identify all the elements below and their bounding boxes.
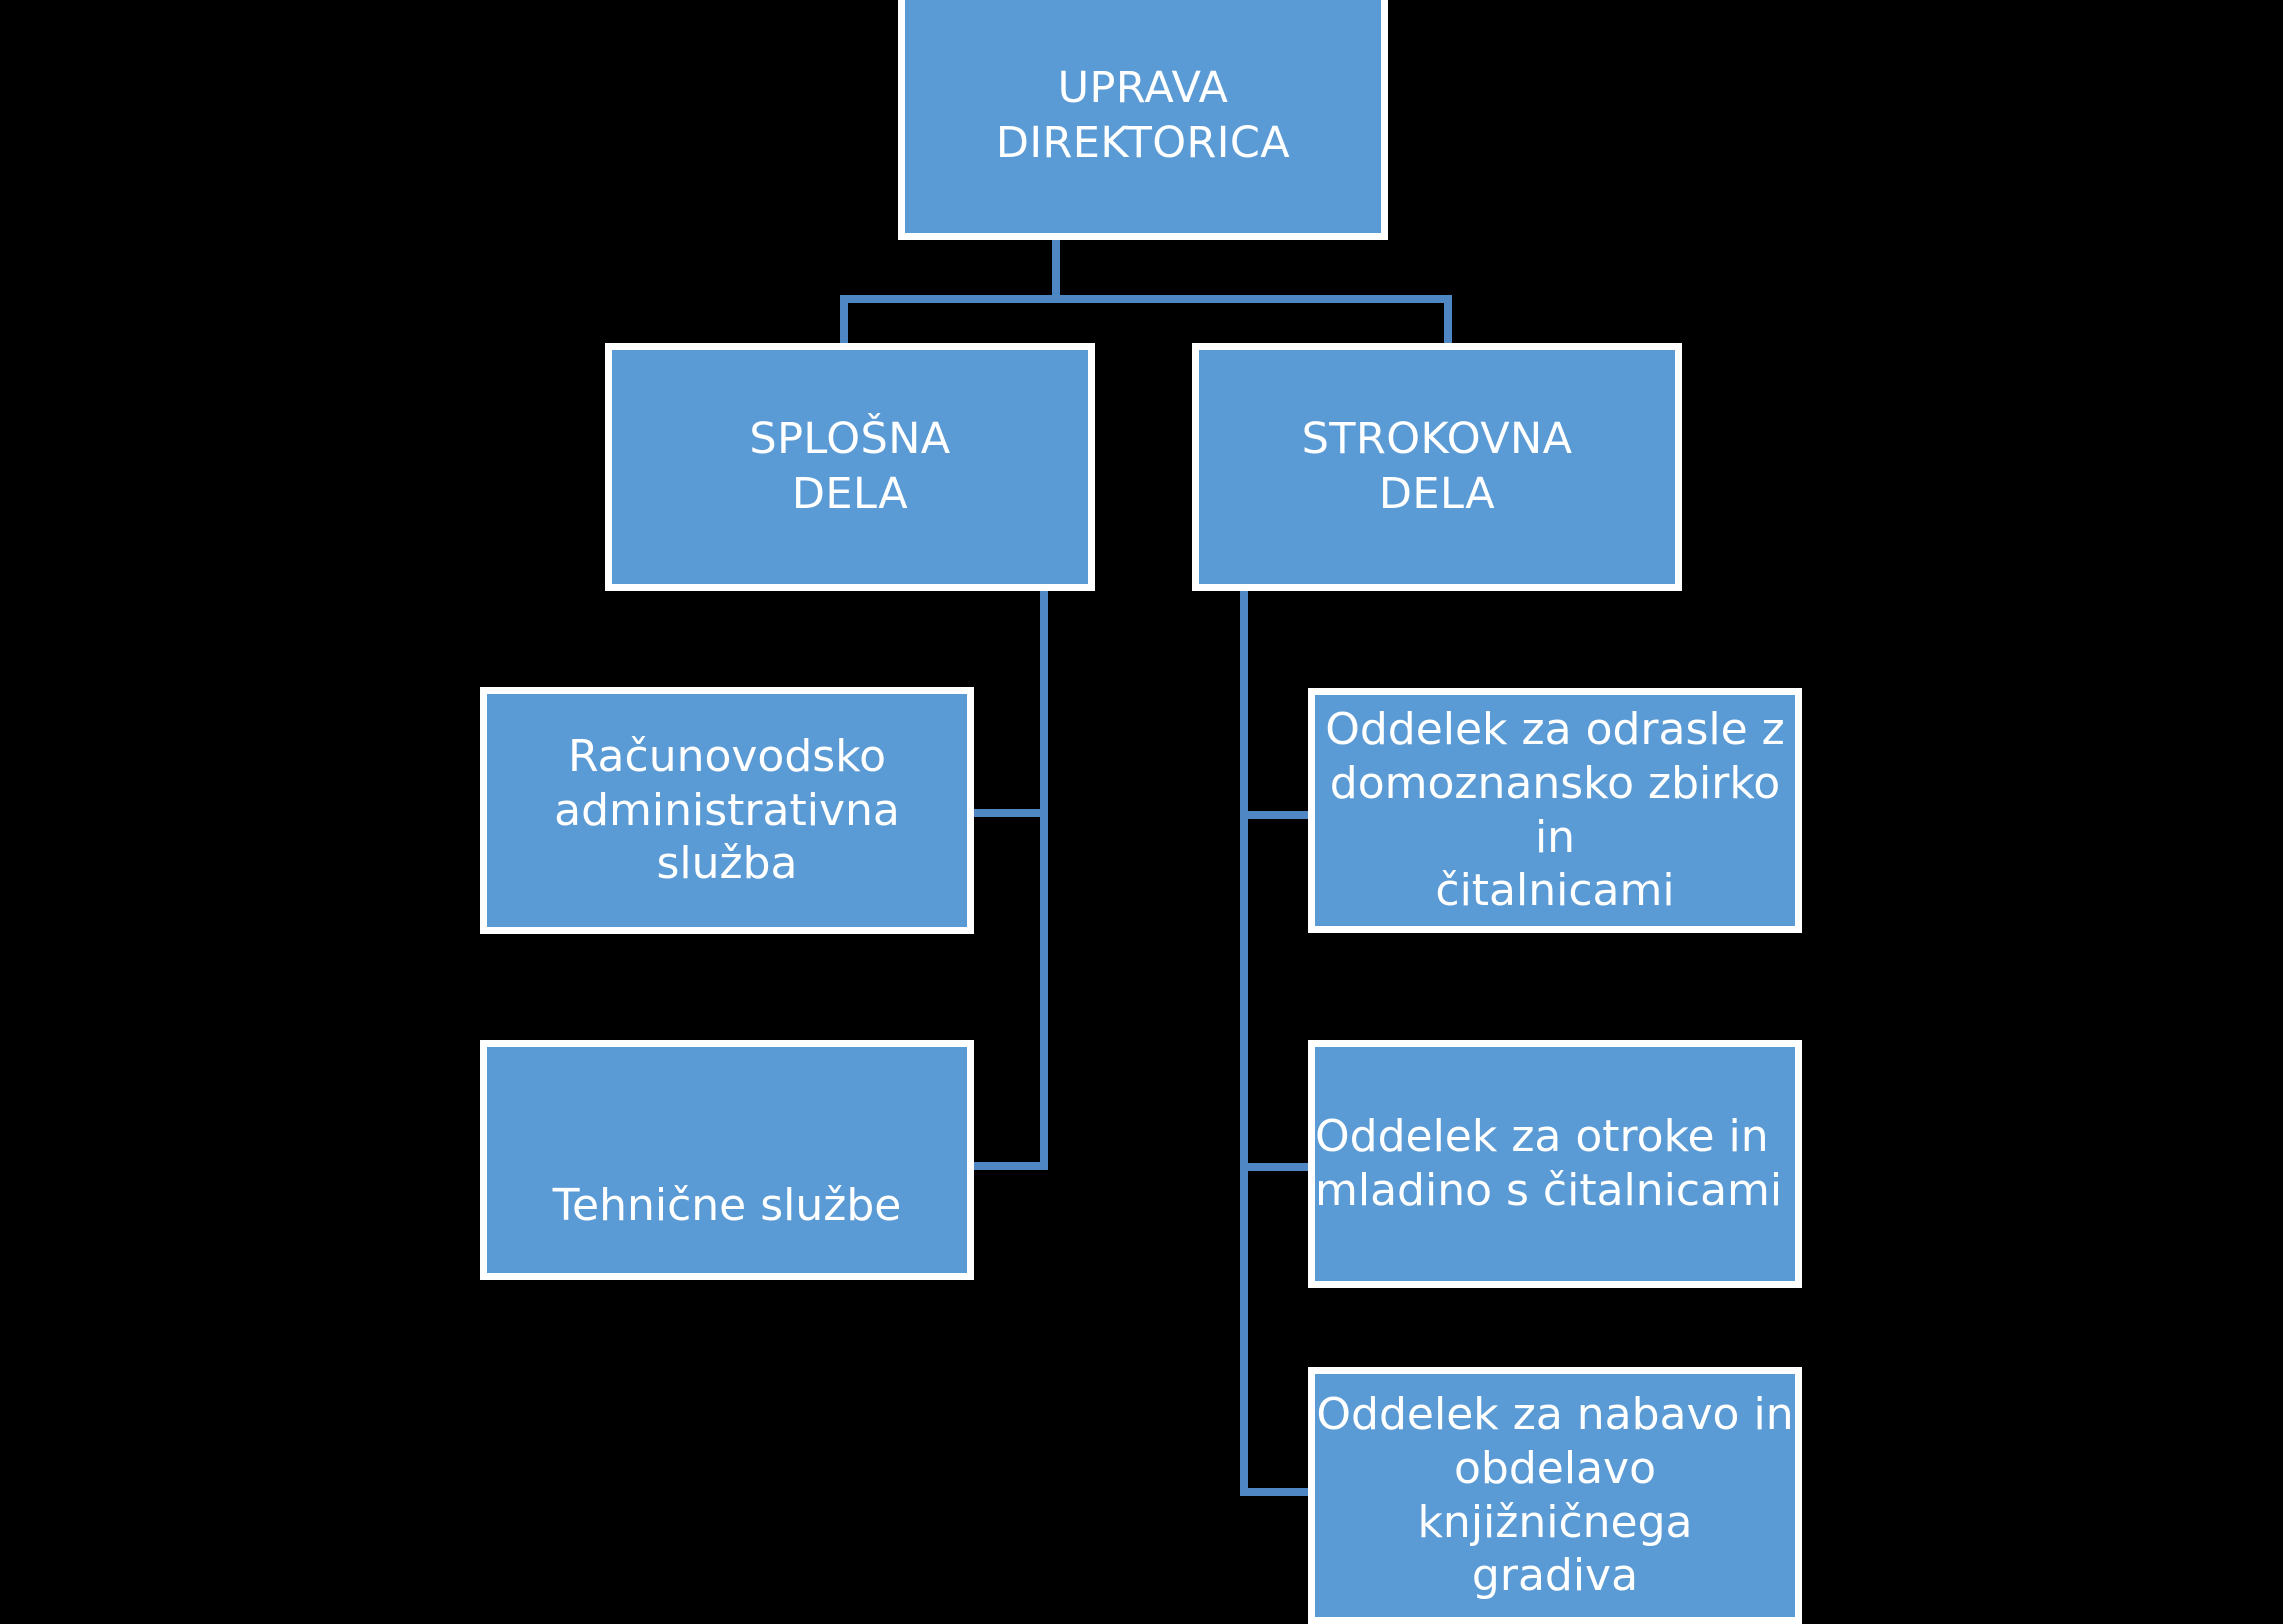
- connector-root-stem: [1052, 240, 1060, 296]
- node-label: Oddelek za odrasle z domoznansko zbirko …: [1325, 704, 1785, 917]
- connector-root-to-splosna: [840, 295, 848, 348]
- node-oddelek-za-nabavo-in-obdelavo[interactable]: Oddelek za nabavo in obdelavo knjižnične…: [1308, 1367, 1802, 1624]
- node-racunovodsko-administrativna-sluzba[interactable]: Računovodsko administrativna služba: [480, 687, 974, 934]
- node-strokovna-dela[interactable]: STROKOVNA DELA: [1192, 343, 1682, 591]
- connector-root-horizontal: [840, 295, 1452, 303]
- connector-splosna-to-tehnicne: [972, 1162, 1048, 1170]
- connector-strokovna-to-otroke: [1240, 1163, 1316, 1171]
- node-label: Oddelek za otroke in mladino s čitalnica…: [1315, 1111, 1783, 1216]
- node-label: Tehnične službe: [552, 1180, 902, 1232]
- connector-root-to-strokovna: [1444, 295, 1452, 348]
- connector-strokovna-to-nabavo: [1240, 1488, 1316, 1496]
- node-oddelek-za-odrasle[interactable]: Oddelek za odrasle z domoznansko zbirko …: [1308, 688, 1802, 933]
- node-splosna-dela[interactable]: SPLOŠNA DELA: [605, 343, 1095, 591]
- connector-splosna-to-racunovodsko: [972, 809, 1048, 817]
- node-uprava-direktorica[interactable]: UPRAVA DIREKTORICA: [898, 0, 1388, 240]
- connector-strokovna-to-odrasle: [1240, 811, 1316, 819]
- node-oddelek-za-otroke-in-mladino[interactable]: Oddelek za otroke in mladino s čitalnica…: [1308, 1040, 1802, 1288]
- connector-splosna-spine: [1040, 588, 1048, 820]
- node-label: Računovodsko administrativna služba: [554, 730, 900, 890]
- node-tehnicne-sluzbe[interactable]: Tehnične službe: [480, 1040, 974, 1280]
- node-label: UPRAVA DIREKTORICA: [995, 62, 1291, 168]
- connector-splosna-spine-lower: [1040, 809, 1048, 1170]
- connector-strokovna-spine: [1240, 588, 1248, 1496]
- node-label: SPLOŠNA DELA: [749, 413, 951, 519]
- node-label: STROKOVNA DELA: [1301, 413, 1573, 519]
- node-label: Oddelek za nabavo in obdelavo knjižnične…: [1316, 1389, 1794, 1602]
